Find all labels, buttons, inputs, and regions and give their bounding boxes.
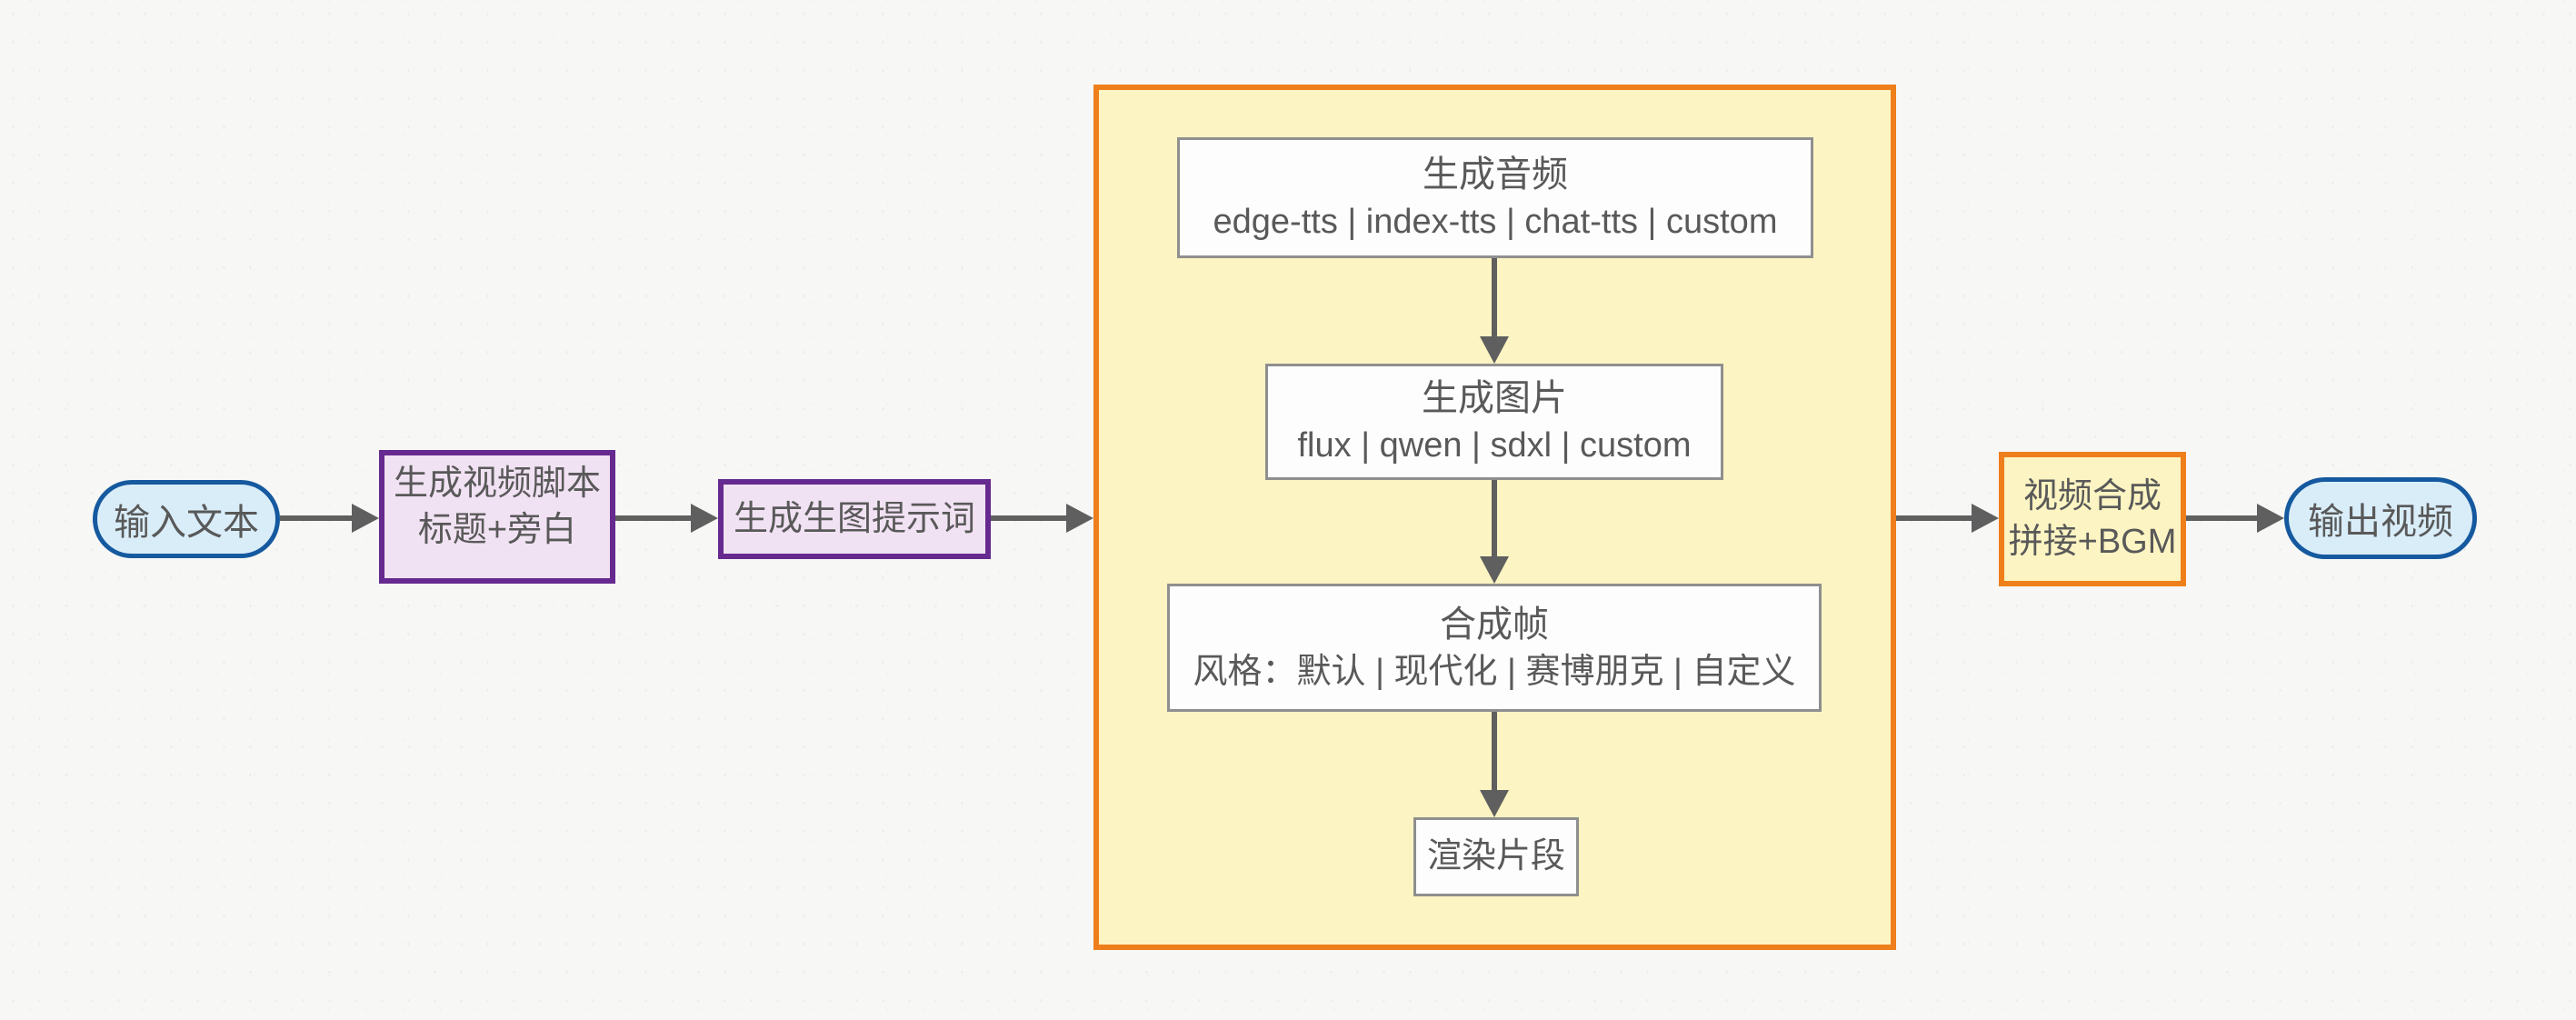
- arrow-shaft: [1492, 480, 1497, 560]
- arrow-shaft: [615, 515, 694, 521]
- node-input-text: 输入文本: [93, 480, 280, 558]
- node-generate-script-line1: 生成视频脚本: [393, 465, 601, 504]
- arrowhead-down-icon: [1480, 790, 1509, 817]
- arrow-shaft: [1492, 258, 1497, 340]
- node-generate-image: 生成图片 flux | qwen | sdxl | custom: [1265, 364, 1723, 480]
- node-generate-script-line2: 标题+旁白: [417, 510, 577, 549]
- arrow-shaft: [1492, 712, 1497, 794]
- node-video-compose: 视频合成 拼接+BGM: [1999, 452, 2186, 586]
- arrow-shaft: [1896, 515, 1975, 521]
- node-generate-audio: 生成音频 edge-tts | index-tts | chat-tts | c…: [1177, 137, 1813, 258]
- node-render-segment: 渲染片段: [1413, 817, 1579, 896]
- node-generate-audio-options: edge-tts | index-tts | chat-tts | custom: [1213, 202, 1778, 241]
- arrowhead-down-icon: [1480, 336, 1509, 364]
- node-generate-script: 生成视频脚本 标题+旁白: [379, 450, 615, 584]
- node-compose-frame: 合成帧 风格：默认 | 现代化 | 赛博朋克 | 自定义: [1167, 584, 1822, 712]
- arrowhead-right-icon: [1066, 504, 1093, 533]
- arrowhead-right-icon: [691, 504, 718, 533]
- node-output-video: 输出视频: [2284, 477, 2477, 559]
- arrowhead-right-icon: [1972, 504, 1999, 533]
- arrow-shaft: [991, 515, 1070, 521]
- node-compose-frame-styles: 风格：默认 | 现代化 | 赛博朋克 | 自定义: [1193, 652, 1796, 691]
- arrowhead-right-icon: [2257, 504, 2284, 533]
- node-generate-image-options: flux | qwen | sdxl | custom: [1297, 426, 1692, 465]
- arrowhead-down-icon: [1480, 556, 1509, 584]
- node-generate-image-title: 生成图片: [1422, 378, 1567, 419]
- node-compose-frame-title: 合成帧: [1440, 604, 1549, 645]
- arrowhead-right-icon: [352, 504, 379, 533]
- arrow-shaft: [2186, 515, 2261, 521]
- node-render-segment-label: 渲染片段: [1426, 836, 1565, 875]
- node-generate-image-prompt-label: 生成生图提示词: [733, 499, 975, 538]
- node-input-text-label: 输入文本: [114, 503, 259, 543]
- node-generate-audio-title: 生成音频: [1423, 154, 1568, 195]
- node-output-video-label: 输出视频: [2308, 502, 2453, 542]
- node-video-compose-line2: 拼接+BGM: [2008, 523, 2177, 561]
- arrow-shaft: [280, 515, 355, 521]
- node-video-compose-line1: 视频合成: [2022, 476, 2162, 515]
- node-generate-image-prompt: 生成生图提示词: [718, 479, 991, 559]
